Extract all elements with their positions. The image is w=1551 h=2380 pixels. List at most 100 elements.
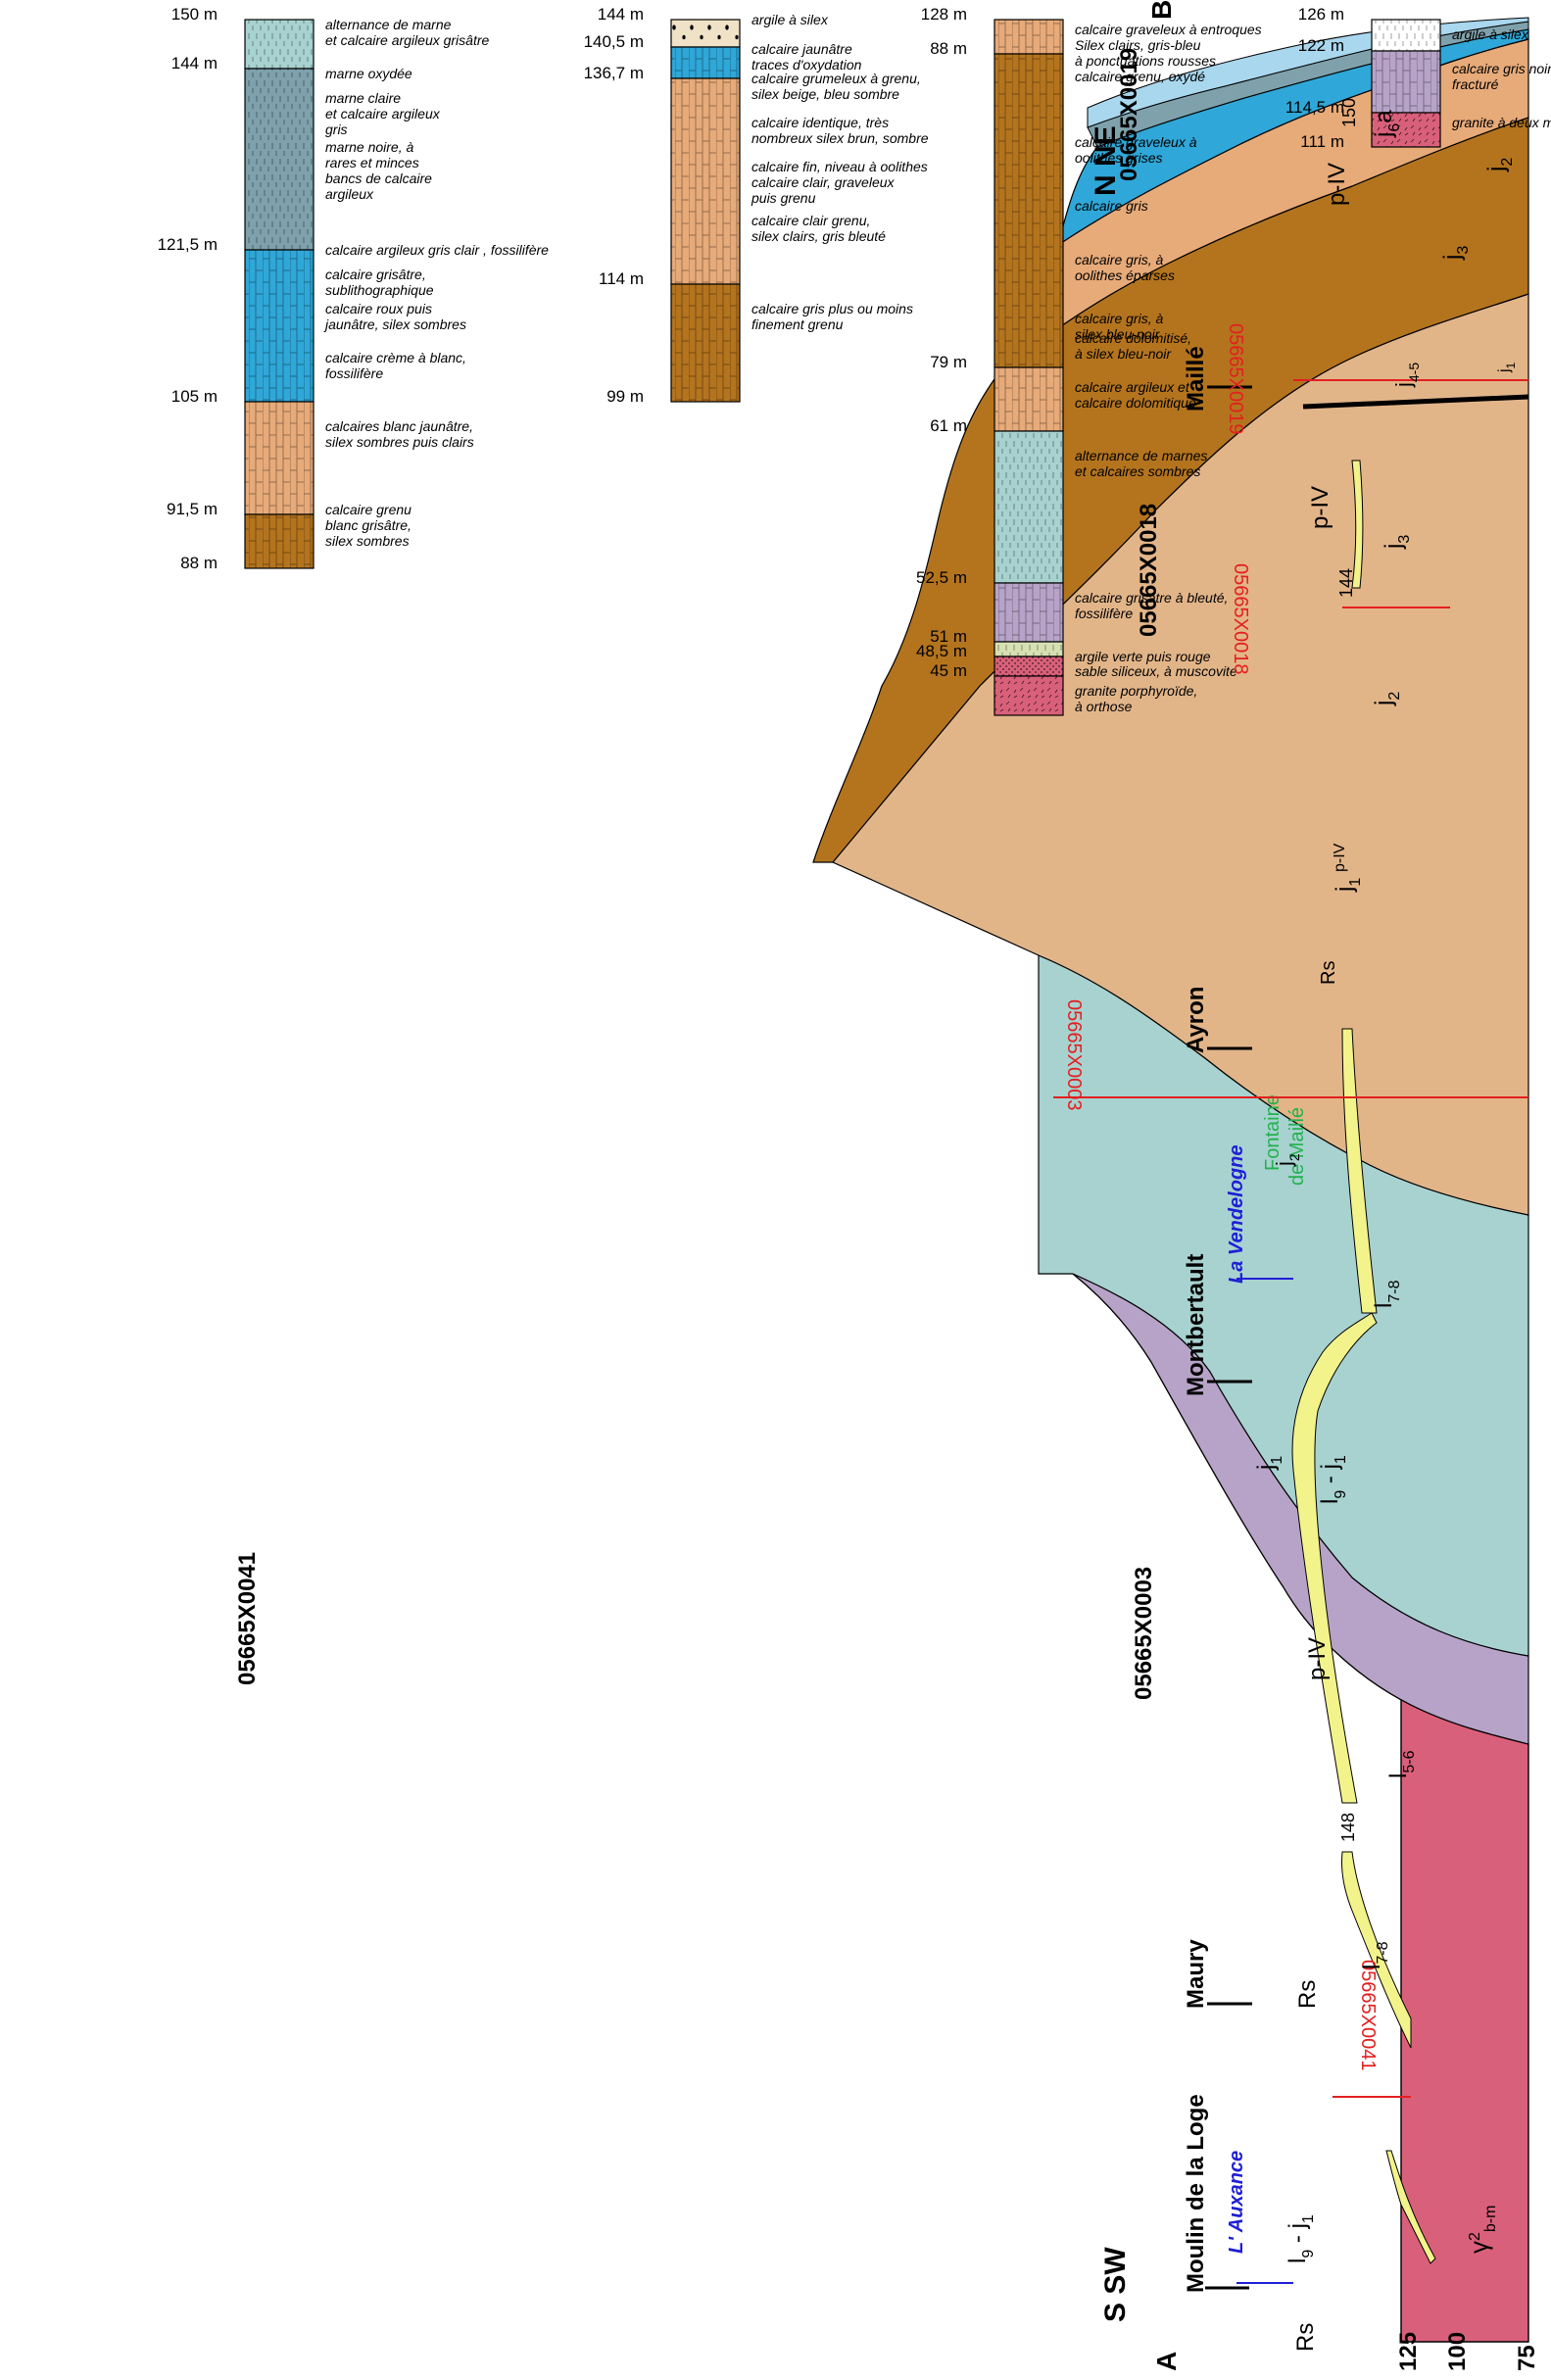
log-depth-label: 88 m: [180, 554, 218, 572]
log-layer-pattern: [994, 20, 1063, 54]
borehole-log-05665X0003: 128 m88 m79 m61 m52,5 m51 m48,5 m45 mcal…: [916, 5, 1262, 716]
borehole-log-layers: [994, 19, 1064, 716]
elevation-tick-75: 75: [1514, 2345, 1540, 2371]
unit-j6a: [1087, 17, 1529, 128]
log-layer-pattern: [671, 47, 740, 78]
log-description: calcaire grenu, oxydé: [1075, 69, 1205, 84]
log-description: calcaire grumeleux à grenu,: [751, 71, 921, 86]
borehole-log-layers: [244, 19, 315, 569]
log-description: calcaire grisâtre,: [325, 267, 426, 282]
unit-label-p-iv-ayron: p-IV: [1332, 843, 1348, 872]
unit-label-rs-ayron: Rs: [1318, 961, 1339, 985]
unit-label-l7-8-north: l7-8: [1371, 1280, 1403, 1308]
log-description: calcaire gris plus ou moins: [751, 301, 913, 316]
log-description: finement grenu: [751, 316, 844, 332]
log-layer-pattern: [994, 676, 1063, 715]
log-depth-label: 122 m: [1298, 36, 1344, 55]
log-description: bancs de calcaire: [325, 170, 432, 186]
log-description: et calcaires sombres: [1075, 463, 1200, 479]
borehole-log-layers: [670, 19, 741, 403]
log-description: sublithographique: [325, 282, 434, 298]
log-description: calcaire grenu: [325, 502, 412, 517]
log-depth-label: 126 m: [1298, 5, 1344, 24]
log-description: jaunâtre, silex sombres: [323, 316, 466, 332]
log-description: calcaire fin, niveau à oolithes: [751, 159, 928, 174]
log-layer-pattern: [245, 20, 314, 69]
unit-label-gamma: γ2b-m: [1464, 2206, 1499, 2254]
unit-label-rs-maury: Rs: [1294, 1980, 1321, 2009]
river-vendelogne-label: La Vendelogne: [1226, 1144, 1247, 1284]
spot-height-144: 144: [1336, 568, 1356, 598]
log-depth-label: 144 m: [171, 54, 218, 73]
log-description: argile à silex: [1452, 26, 1529, 42]
log-layer-pattern: [245, 402, 314, 514]
log-depth-label: 121,5 m: [158, 235, 218, 254]
unit-p-iv-montbertault: [1341, 1028, 1378, 1314]
spring-label-line2: de Maillé: [1286, 1107, 1308, 1186]
log-description: granite porphyroïde,: [1075, 683, 1197, 699]
section-labels: A B S SW N NE 125 100 75 Moulin de la Lo…: [1053, 0, 1540, 2371]
orientation-north-label: N NE: [1090, 125, 1122, 196]
log-layer-pattern: [671, 20, 740, 47]
log-description: nombreux silex brun, sombre: [751, 130, 929, 146]
unit-label-j1-center: j1: [1253, 1456, 1285, 1471]
log-description: oolithes éparses: [1075, 267, 1175, 283]
log-layer-pattern: [994, 54, 1063, 367]
unit-label-j4-5: j4-5: [1391, 363, 1422, 388]
unit-label-p-iv-maille: p-IV: [1307, 486, 1333, 529]
log-description: fossilifère: [325, 365, 383, 381]
unit-label-j3-north: j3: [1439, 246, 1472, 261]
log-layer-pattern: [671, 78, 740, 284]
log-layer-pattern: [994, 642, 1063, 656]
log-description: blanc grisâtre,: [325, 517, 412, 533]
place-ayron: Ayron: [1183, 987, 1209, 1053]
log-description: argile à silex: [751, 12, 829, 27]
log-description: à ponctuations rousses: [1075, 53, 1216, 69]
log-description: calcaire clair, graveleux: [751, 174, 896, 190]
log-description: calcaire gris, à: [1075, 252, 1163, 267]
log-description: fracturé: [1452, 76, 1499, 92]
log-description: calcaire jaunâtre: [751, 41, 852, 57]
place-moulin-de-la-loge: Moulin de la Loge: [1183, 2094, 1209, 2293]
log-description: gris: [325, 121, 348, 137]
place-maille: Maillé: [1183, 346, 1209, 412]
log-depth-label: 52,5 m: [916, 568, 967, 587]
log-description: rares et minces: [325, 155, 419, 170]
borehole-log-frame: 128 m88 m79 m61 m52,5 m51 m48,5 m45 mcal…: [916, 5, 1262, 716]
log-depth-label: 128 m: [921, 5, 967, 24]
unit-label-p-iv-maury: p-IV: [1304, 1637, 1331, 1680]
borehole-id-label: 05665X0018: [1136, 504, 1162, 637]
borehole-id-label: 05665X0003: [1131, 1567, 1157, 1700]
log-description: marne noire, à: [325, 139, 413, 155]
unit-label-j6a: j6a: [1371, 110, 1403, 138]
well-trace-0019-label: 05665X0019: [1225, 323, 1246, 434]
unit-label-j2-north: j2: [1483, 158, 1516, 172]
well-trace-0018-label: 05665X0018: [1230, 563, 1251, 674]
unit-label-j1-north: j1: [1332, 878, 1364, 893]
log-depth-label: 150 m: [171, 5, 218, 24]
log-description: silex clairs, gris bleuté: [751, 228, 886, 244]
log-description: calcaire gris: [1075, 198, 1148, 214]
log-depth-label: 48,5 m: [916, 642, 967, 660]
log-layer-pattern: [994, 656, 1063, 676]
place-maury: Maury: [1183, 1939, 1209, 2009]
log-description: marne oxydée: [325, 66, 412, 81]
log-depth-label: 111 m: [1300, 132, 1344, 151]
unit-label-l7-8-south: l7-8: [1359, 1941, 1391, 1969]
log-description: calcaire gris noirâtre: [1452, 61, 1551, 76]
log-description: argileux: [325, 186, 374, 202]
unit-label-j1-fault: j1: [1496, 362, 1518, 373]
log-description: alternance de marnes: [1075, 448, 1207, 463]
unit-p-iv-plateau: [1291, 1312, 1378, 1804]
unit-p-iv-south: [1385, 2150, 1436, 2264]
log-description: et calcaire argileux: [325, 106, 441, 121]
unit-label-rs-south: Rs: [1292, 2323, 1319, 2352]
log-description: silex sombres puis clairs: [325, 434, 474, 450]
log-depth-label: 99 m: [606, 387, 644, 406]
cross-section-a-b: [812, 17, 1529, 2343]
unit-label-p-iv-north: p-IV: [1324, 163, 1350, 206]
